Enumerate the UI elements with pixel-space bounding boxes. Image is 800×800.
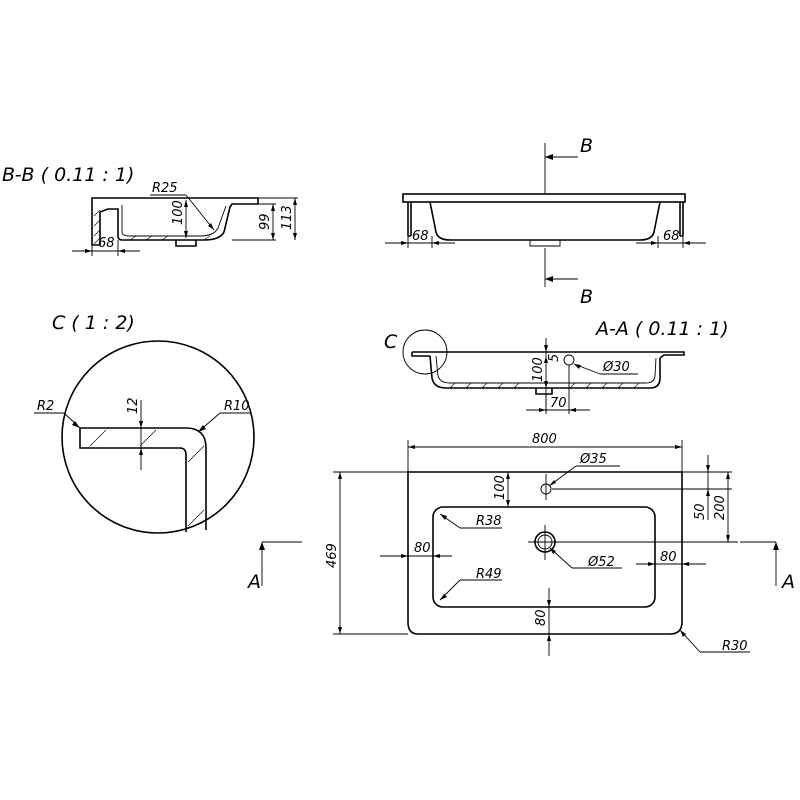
aa-d30-label: Ø30 <box>602 360 630 375</box>
bb-r25-label: R25 <box>152 181 178 196</box>
plan-view: 800 Ø35 100 50 200 R38 80 <box>246 432 795 656</box>
plan-100-label: 100 <box>493 475 508 500</box>
section-bb-view: B-B ( 0.11 : 1) R25 100 99 <box>2 164 298 256</box>
front-view: B B 68 68 <box>385 135 706 308</box>
cut-b-bottom-label: B <box>580 286 593 308</box>
section-aa-title: A-A ( 0.11 : 1) <box>594 318 729 340</box>
plan-r49-label: R49 <box>476 567 502 582</box>
section-bb-title: B-B ( 0.11 : 1) <box>2 164 134 186</box>
front-68-left-label: 68 <box>412 229 429 244</box>
plan-d35-label: Ø35 <box>579 452 607 467</box>
detail-r10-label: R10 <box>224 399 250 414</box>
plan-200-label: 200 <box>713 495 728 520</box>
bb-68-label: 68 <box>98 236 115 251</box>
aa-5-label: 5 <box>547 354 562 362</box>
plan-r30-label: R30 <box>722 639 748 654</box>
plan-80-right-label: 80 <box>660 550 677 565</box>
cut-a-left-label: A <box>246 571 261 593</box>
detail-12-label: 12 <box>126 397 141 414</box>
cut-b-top-label: B <box>580 135 593 157</box>
plan-50-label: 50 <box>693 503 708 520</box>
plan-800-label: 800 <box>532 432 557 447</box>
cut-a-right-label: A <box>780 571 795 593</box>
plan-80-left-label: 80 <box>414 541 431 556</box>
bb-100-label: 100 <box>171 200 186 225</box>
section-aa-view: A-A ( 0.11 : 1) C 5 100 <box>384 318 729 414</box>
detail-c-title: C ( 1 : 2) <box>52 312 135 334</box>
aa-100-label: 100 <box>531 357 546 382</box>
bb-99-label: 99 <box>258 213 273 230</box>
plan-80-bottom-label: 80 <box>534 609 549 626</box>
plan-r38-label: R38 <box>476 514 502 529</box>
front-68-right-label: 68 <box>663 229 680 244</box>
plan-469-label: 469 <box>325 543 340 568</box>
bb-113-label: 113 <box>280 205 295 230</box>
plan-d52-label: Ø52 <box>587 555 615 570</box>
detail-c-view: C ( 1 : 2) R2 12 R10 <box>34 312 255 534</box>
detail-c-circle <box>61 340 255 534</box>
aa-70-label: 70 <box>550 396 567 411</box>
detail-c-ref: C <box>384 331 398 353</box>
detail-r2-label: R2 <box>37 399 54 414</box>
